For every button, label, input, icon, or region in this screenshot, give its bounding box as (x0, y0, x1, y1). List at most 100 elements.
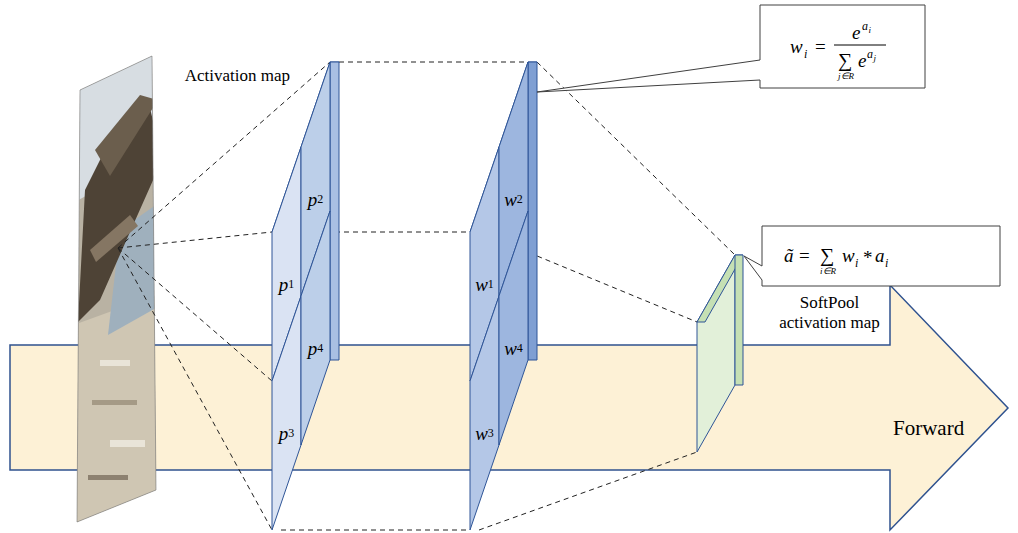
photo-detail (100, 360, 130, 366)
cell-text-holder: p1 (272, 147, 301, 381)
slab-outline (272, 62, 339, 530)
formula-term: j (874, 54, 877, 63)
slab-face (697, 255, 735, 452)
cell-symbol: w (504, 190, 517, 209)
formula-term: i (885, 257, 888, 269)
cell-outline (499, 62, 528, 296)
formula-term: a (862, 20, 868, 32)
forward-arrow (10, 285, 1008, 530)
weight-formula-callout: wi=eai∑j∈Reaj (760, 5, 925, 88)
weight-slab-top (470, 62, 537, 232)
weight-cell: w3 (470, 296, 499, 530)
cell-index: 4 (517, 342, 523, 354)
cell-text-holder: w3 (470, 296, 499, 530)
cell-face (301, 62, 330, 296)
cell-text-holder: w4 (499, 211, 528, 445)
formula-term: i (804, 48, 807, 60)
cell-index: 3 (288, 427, 294, 439)
formula-term: w (790, 37, 803, 56)
slab-heading: Activation map (185, 66, 290, 86)
cell-text-holder: p3 (272, 296, 301, 530)
formula-term: i∈R (820, 267, 836, 276)
cell-index: 2 (517, 193, 523, 205)
cell-symbol: w (475, 275, 488, 294)
cell-index: 4 (317, 342, 323, 354)
cell-outline (301, 211, 330, 445)
formula-term: e (858, 51, 866, 70)
cell-outline (272, 147, 301, 381)
cell-outline (301, 62, 330, 296)
projection-line (281, 232, 470, 233)
cell-face (470, 296, 499, 530)
weight-cell: w2 (499, 62, 528, 296)
formula-term: a (867, 48, 873, 60)
callout-bubble (537, 5, 925, 92)
cell-face (272, 296, 301, 530)
formula-term: j∈R (838, 72, 854, 81)
slab-face (272, 62, 339, 232)
photo-detail (88, 475, 128, 480)
cell-symbol: w (475, 424, 488, 443)
formula-term: a (875, 246, 885, 265)
cell-text-holder: w1 (470, 147, 499, 381)
cell-text-holder: p4 (301, 211, 330, 445)
cell-outline (470, 296, 499, 530)
slab-face (697, 255, 743, 322)
formula-term: = (815, 37, 826, 56)
formula-term: * (863, 248, 873, 267)
feature-cell: p2 (301, 62, 330, 296)
softpool-output-slab: SoftPool activation map (697, 255, 743, 452)
photo-detail (92, 400, 137, 405)
pooling-formula-callout: ã=∑i∈Rwi*ai (762, 226, 1000, 286)
projection-lines (118, 62, 735, 530)
callout-bubble (744, 226, 1000, 286)
slab-heading: SoftPool activation map (772, 293, 887, 334)
weight-cell: w1 (470, 147, 499, 381)
cell-index: 3 (488, 427, 494, 439)
slab-face (735, 255, 743, 385)
formula-term: ∑ (838, 50, 852, 70)
feature-cell: p3 (272, 296, 301, 530)
cell-symbol: p (279, 424, 289, 443)
formula-term: ã (784, 246, 794, 265)
feature-cell: p1 (272, 147, 301, 381)
callout-outline (762, 226, 1000, 286)
cell-index: 1 (288, 278, 294, 290)
cell-symbol: p (308, 190, 318, 209)
weight-slab-side (528, 62, 537, 360)
formula-term: = (799, 246, 810, 265)
slab-outline (697, 255, 743, 452)
photo-structure-top (95, 95, 158, 176)
weight-cell: w4 (499, 211, 528, 445)
projection-line (118, 232, 272, 248)
callout-outline (760, 5, 925, 88)
cell-text-holder: p2 (301, 62, 330, 296)
cell-index: 1 (488, 278, 494, 290)
cell-text-holder: w2 (499, 62, 528, 296)
cell-index: 2 (317, 193, 323, 205)
photo-frame (77, 56, 156, 522)
formula-term: i (869, 26, 872, 35)
cell-face (499, 211, 528, 445)
cell-symbol: p (279, 275, 289, 294)
projection-line (339, 62, 528, 63)
fraction-bar (834, 45, 886, 46)
cell-face (470, 147, 499, 381)
formula-term: i (855, 257, 858, 269)
formula-term: w (842, 246, 855, 265)
photo-detail (110, 440, 145, 447)
cell-outline (499, 211, 528, 445)
projection-line (118, 248, 272, 381)
slab-face (330, 62, 339, 360)
cell-face (499, 62, 528, 296)
projection-line (281, 530, 470, 531)
direction-label: Forward (893, 418, 964, 439)
formula-term: e (852, 23, 860, 42)
projection-line (479, 232, 697, 322)
projection-line (118, 248, 272, 530)
feature-cell: p4 (301, 211, 330, 445)
cell-outline (272, 296, 301, 530)
